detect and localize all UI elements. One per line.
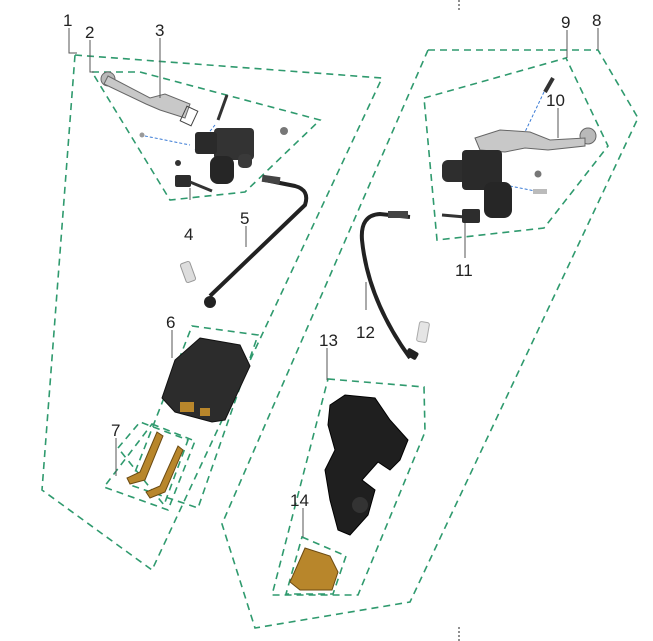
nut xyxy=(175,160,181,166)
master-cylinder-left xyxy=(195,128,254,184)
callout-5: 5 xyxy=(240,209,249,228)
callout-14: 14 xyxy=(290,491,309,510)
brake-caliper-left xyxy=(161,337,251,423)
group-outline-2 xyxy=(90,71,322,201)
callout-1: 1 xyxy=(63,11,72,30)
group-outline-7 xyxy=(102,423,197,512)
pivot-bolt-left xyxy=(216,94,229,121)
brake-pads-right xyxy=(289,547,339,591)
callout-4: 4 xyxy=(184,225,193,244)
leader-lines xyxy=(68,28,599,537)
group-outline-9 xyxy=(423,57,609,241)
screw-right xyxy=(533,189,547,194)
brake-lever-right xyxy=(474,127,597,153)
brake-caliper-right xyxy=(324,394,409,536)
callout-9: 9 xyxy=(561,13,570,32)
brake-lever-left xyxy=(100,71,199,127)
callout-8: 8 xyxy=(592,11,601,30)
callout-6: 6 xyxy=(166,313,175,332)
brake-hose-left xyxy=(179,174,309,308)
guide-line xyxy=(524,91,545,133)
pivot-bolt-right xyxy=(543,77,555,93)
callout-3: 3 xyxy=(155,21,164,40)
brake-switch-right xyxy=(441,209,480,223)
cap-screw-right xyxy=(534,170,542,178)
callout-11: 11 xyxy=(455,261,473,280)
banjo-bolt-right xyxy=(416,321,430,343)
callout-10: 10 xyxy=(546,91,565,110)
group-outline-14 xyxy=(284,535,347,595)
callout-12: 12 xyxy=(356,323,375,342)
screw xyxy=(139,132,145,138)
brake-hose-right xyxy=(359,211,430,360)
cap-screw xyxy=(280,127,288,135)
group-outline-8 xyxy=(221,49,639,629)
brake-switch-left xyxy=(175,175,213,193)
callout-7: 7 xyxy=(111,421,120,440)
callout-13: 13 xyxy=(319,331,338,350)
brake-pads-left xyxy=(126,431,184,499)
group-outline-7-inner xyxy=(116,421,190,507)
master-cylinder-right xyxy=(442,150,512,218)
guide-line xyxy=(139,134,191,146)
callout-2: 2 xyxy=(85,23,94,42)
group-outline-6 xyxy=(128,325,260,510)
group-outline-13 xyxy=(270,378,426,596)
group-outline-1 xyxy=(41,54,384,572)
banjo-bolt-left xyxy=(179,260,197,284)
